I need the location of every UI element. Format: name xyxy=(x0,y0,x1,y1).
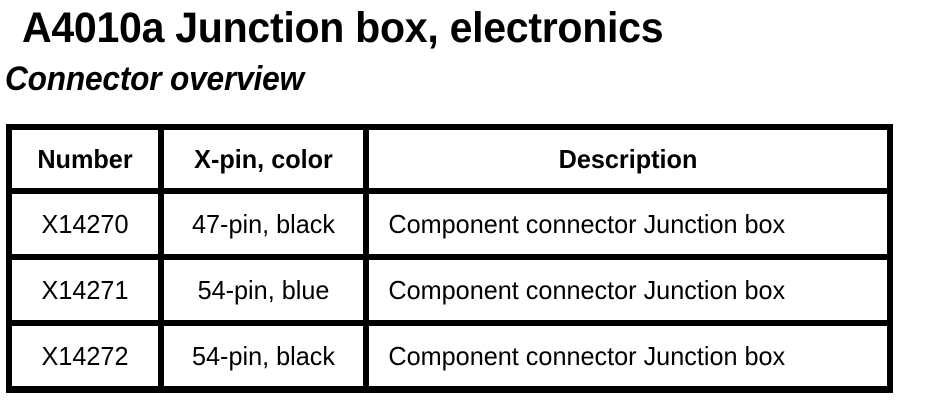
cell-description: Component connector Junction box xyxy=(363,188,893,254)
column-header-number: Number xyxy=(6,124,158,188)
cell-xpin-color: 54-pin, black xyxy=(158,320,363,393)
page-title: A4010a Junction box, electronics xyxy=(22,4,664,52)
cell-number: X14272 xyxy=(6,320,158,393)
cell-number-value: X14270 xyxy=(41,209,129,239)
column-header-xpin-color: X-pin, color xyxy=(158,124,363,188)
column-header-number-label: Number xyxy=(37,144,133,174)
column-header-description: Description xyxy=(363,124,893,188)
cell-description-value: Component connector Junction box xyxy=(388,209,786,239)
table-row: X14271 54-pin, blue Component connector … xyxy=(6,254,893,320)
cell-number: X14271 xyxy=(6,254,158,320)
cell-number-value: X14272 xyxy=(41,341,129,371)
page-subtitle: Connector overview xyxy=(5,60,304,98)
cell-xpin-color: 47-pin, black xyxy=(158,188,363,254)
cell-description: Component connector Junction box xyxy=(363,254,893,320)
connector-overview-table-wrapper: Number X-pin, color Description X14270 xyxy=(6,124,893,393)
cell-xpin-color: 54-pin, blue xyxy=(158,254,363,320)
cell-number: X14270 xyxy=(6,188,158,254)
table-header-row: Number X-pin, color Description xyxy=(6,124,893,188)
connector-overview-table: Number X-pin, color Description X14270 xyxy=(6,124,893,393)
table-row: X14270 47-pin, black Component connector… xyxy=(6,188,893,254)
column-header-description-label: Description xyxy=(558,144,698,174)
column-header-xpin-color-label: X-pin, color xyxy=(194,144,333,174)
cell-number-value: X14271 xyxy=(41,275,129,305)
cell-description: Component connector Junction box xyxy=(363,320,893,393)
cell-description-value: Component connector Junction box xyxy=(388,275,786,305)
cell-xpin-color-value: 54-pin, blue xyxy=(197,275,330,305)
cell-description-value: Component connector Junction box xyxy=(388,341,786,371)
table-row: X14272 54-pin, black Component connector… xyxy=(6,320,893,393)
cell-xpin-color-value: 54-pin, black xyxy=(191,341,335,371)
cell-xpin-color-value: 47-pin, black xyxy=(191,209,335,239)
